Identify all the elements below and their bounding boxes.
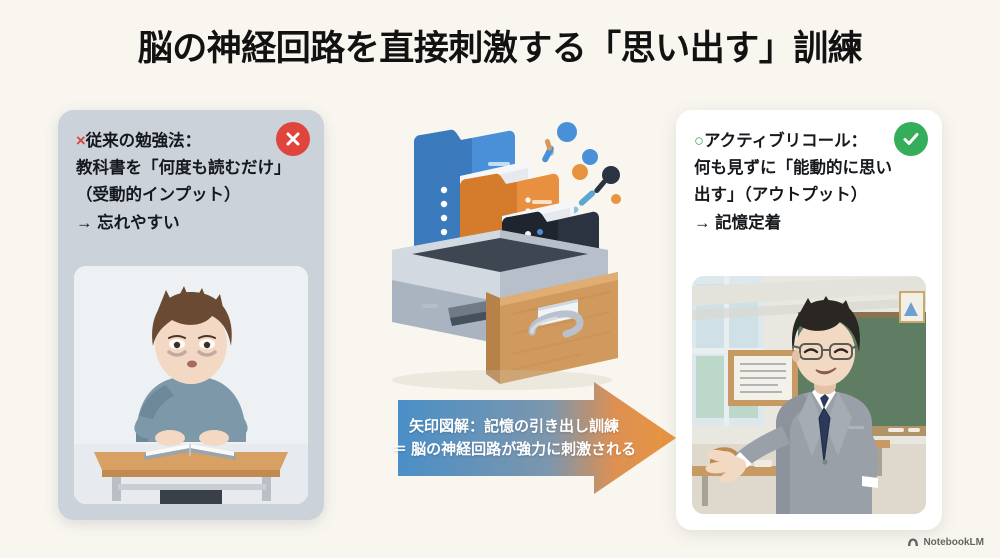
- arrow-line-1: 矢印図解：記憶の引き出し訓練: [408, 417, 619, 435]
- x-circle-icon: [276, 122, 310, 156]
- right-line-1: アクティブリコール：: [703, 132, 868, 150]
- x-marker: ×: [76, 132, 86, 150]
- right-line-4: → 記憶定着: [694, 213, 782, 232]
- watermark-label: NotebookLM: [923, 537, 984, 548]
- notebooklm-watermark: NotebookLM: [907, 537, 984, 548]
- notebooklm-icon: [908, 538, 919, 546]
- particle-dot: [557, 122, 577, 142]
- arrow-line-2: ＝ 脳の神経回路が強力に刺激される: [391, 441, 637, 458]
- file-cabinet-illustration: [352, 112, 648, 392]
- arrow-banner: 矢印図解：記憶の引き出し訓練 ＝ 脳の神経回路が強力に刺激される: [392, 382, 676, 494]
- right-card-text: ○アクティブリコール： 何も見ずに「能動的に思い 出す」（アウトプット） → 記…: [694, 128, 892, 237]
- left-line-1: 従来の勉強法：: [85, 132, 202, 150]
- left-line-4: → 忘れやすい: [76, 213, 180, 232]
- arrow-banner-text: 矢印図解：記憶の引き出し訓練 ＝ 脳の神経回路が強力に刺激される: [392, 382, 636, 494]
- right-line-3: 出す」（アウトプット）: [694, 186, 868, 205]
- right-card-active-recall: ○アクティブリコール： 何も見ずに「能動的に思い 出す」（アウトプット） → 記…: [676, 110, 942, 530]
- left-card-text: ×従来の勉強法： 教科書を「何度も読むだけ」 （受動的インプット） → 忘れやす…: [76, 128, 291, 237]
- o-marker: ○: [694, 132, 704, 150]
- check-circle-icon: [894, 122, 928, 156]
- page-title: 脳の神経回路を直接刺激する「思い出す」訓練: [137, 29, 863, 68]
- left-line-2: 教科書を「何度も読むだけ」: [76, 159, 291, 178]
- confident-teacher-photo: [692, 276, 926, 514]
- tired-student-photo: [74, 266, 308, 504]
- left-line-3: （受動的インプット）: [76, 186, 241, 205]
- left-card-conventional-study: ×従来の勉強法： 教科書を「何度も読むだけ」 （受動的インプット） → 忘れやす…: [58, 110, 324, 520]
- right-line-2: 何も見ずに「能動的に思い: [694, 159, 892, 178]
